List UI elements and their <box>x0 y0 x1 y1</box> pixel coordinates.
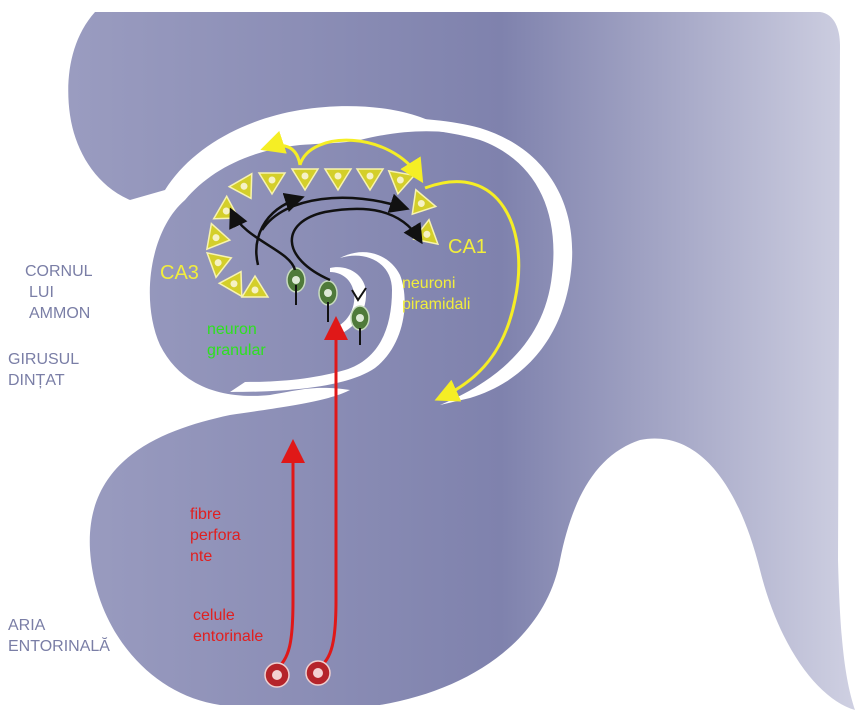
label-celule-entorinale: celule entorinale <box>193 606 263 648</box>
entorhinal-cell <box>306 661 330 685</box>
label-line: celule <box>193 606 263 627</box>
label-line: perfora <box>190 526 241 547</box>
label-line: granular <box>207 341 266 362</box>
label-line: LUI <box>25 283 93 304</box>
granular-cell <box>351 306 369 330</box>
label-line: AMMON <box>25 304 93 325</box>
label-line: ENTORINALĂ <box>8 637 110 658</box>
granular-cell <box>319 281 337 305</box>
label-line: ARIA <box>8 616 110 637</box>
label-line: DINȚAT <box>8 371 79 392</box>
label-line: neuroni <box>402 274 470 295</box>
label-ca3: CA3 <box>160 260 199 286</box>
label-line: fibre <box>190 505 241 526</box>
label-line: CORNUL <box>25 262 93 283</box>
label-fibre-perforante: fibre perfora nte <box>190 505 241 567</box>
label-girusul-dintat: GIRUSUL DINȚAT <box>8 350 79 392</box>
label-aria-entorinala: ARIA ENTORINALĂ <box>8 616 110 658</box>
label-cornul-lui-ammon: CORNUL LUI AMMON <box>25 262 93 324</box>
label-line: nte <box>190 547 241 568</box>
label-line: piramidali <box>402 295 470 316</box>
label-line: neuron <box>207 320 266 341</box>
label-line: entorinale <box>193 627 263 648</box>
label-neuroni-piramidali: neuroni piramidali <box>402 274 470 316</box>
label-neuron-granular: neuron granular <box>207 320 266 362</box>
label-line: GIRUSUL <box>8 350 79 371</box>
tissue-outline <box>68 12 855 710</box>
entorhinal-cell <box>265 663 289 687</box>
label-ca1: CA1 <box>448 234 487 260</box>
